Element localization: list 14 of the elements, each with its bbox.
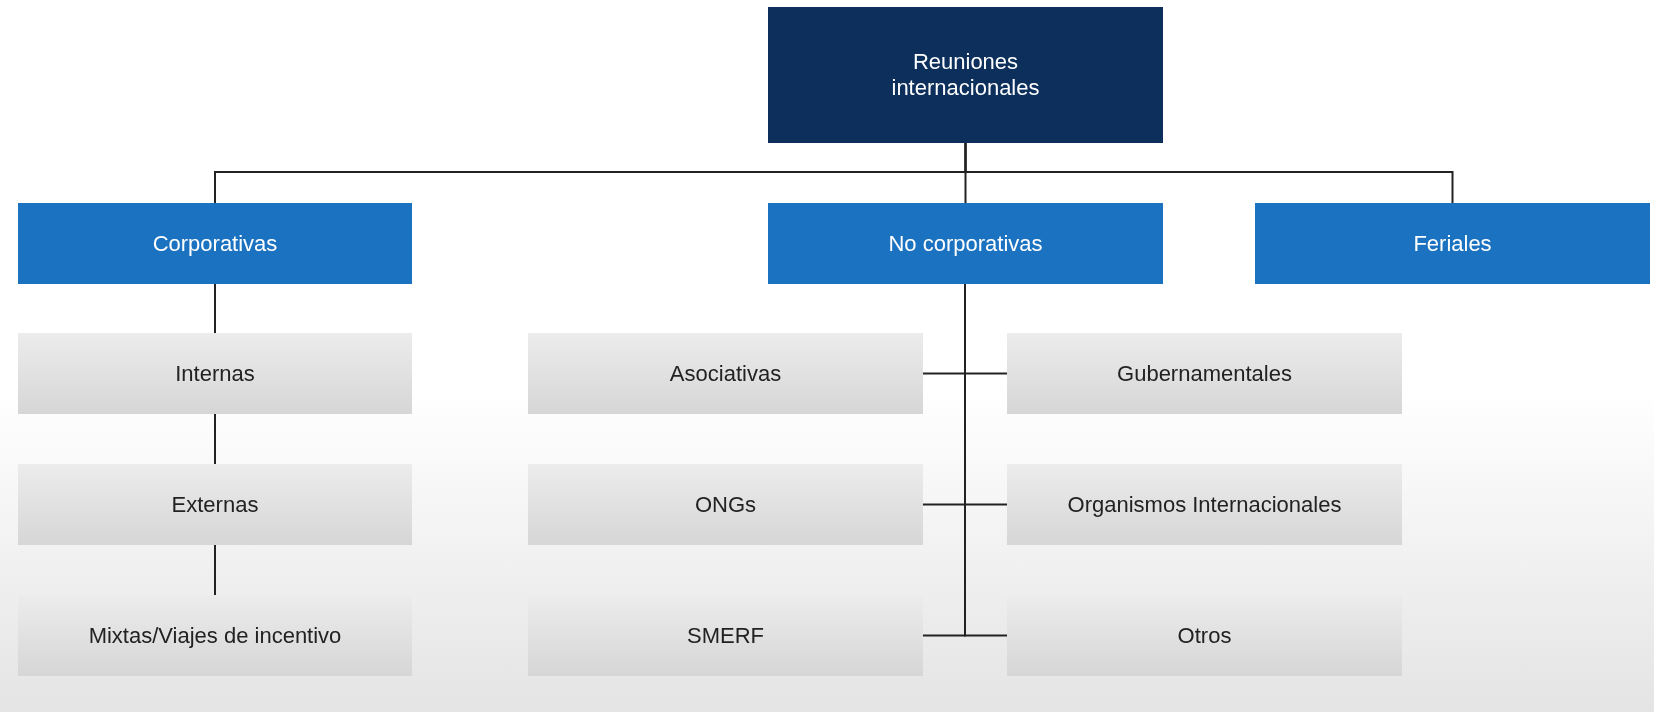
category-box: Gubernamentales [1007, 333, 1402, 414]
category-box: Asociativas [528, 333, 923, 414]
heading-box: Corporativas [18, 203, 412, 284]
connector-line [214, 413, 216, 465]
connector-line [214, 544, 216, 596]
heading-box: Reuniones internacionales [768, 7, 1163, 143]
category-box: Externas [18, 464, 412, 545]
category-box: Internas [18, 333, 412, 414]
connector-line [214, 283, 216, 334]
category-box: ONGs [528, 464, 923, 545]
heading-box: No corporativas [768, 203, 1163, 284]
category-box: Organismos Internacionales [1007, 464, 1402, 545]
heading-box: Feriales [1255, 203, 1650, 284]
connector-line [964, 142, 1454, 204]
